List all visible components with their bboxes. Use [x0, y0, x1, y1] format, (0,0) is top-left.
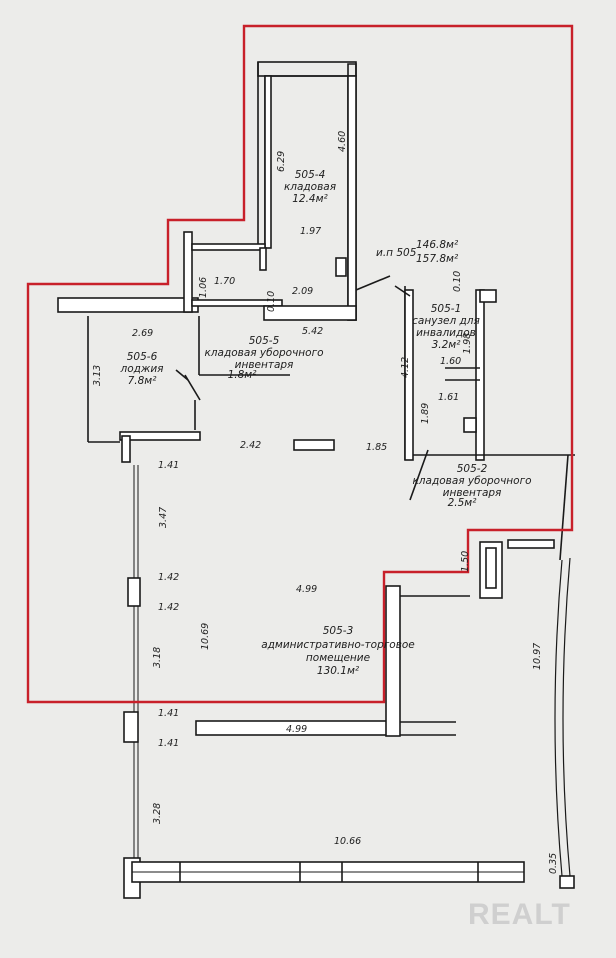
room-505-6-id: 505-6	[127, 351, 158, 363]
unit-area-2: 157.8м²	[416, 253, 459, 265]
dim-412: 4.12	[400, 357, 411, 378]
watermark: REALT	[468, 898, 571, 931]
room-505-4-area: 12.4м²	[292, 193, 328, 205]
room-505-2-name-2: инвентаря	[443, 487, 502, 499]
room-505-5-name-1: кладовая уборочного	[204, 347, 323, 359]
dim-010-a: 0.10	[266, 291, 277, 312]
dim-035: 0.35	[548, 853, 559, 874]
dim-106: 1.06	[198, 277, 209, 298]
dim-198: 1.98	[462, 333, 473, 354]
room-505-1-name-1: санузел для	[412, 315, 480, 327]
dim-141-a: 1.41	[158, 460, 179, 471]
dim-197: 1.97	[300, 226, 321, 237]
room-505-1-id: 505-1	[431, 303, 462, 315]
dim-499-a: 4.99	[296, 584, 317, 595]
room-505-3-area: 130.1м²	[317, 665, 360, 677]
dim-629: 6.29	[276, 151, 287, 172]
dimension-labels: 6.29 4.60 1.97 1.70 1.06 2.09 0.10 0.10 …	[92, 131, 559, 874]
room-505-5-area: 1.8м²	[228, 369, 258, 381]
dim-542: 5.42	[302, 326, 323, 337]
room-505-6-name: лоджия	[120, 363, 164, 375]
dim-1066: 10.66	[334, 836, 361, 847]
unit-label: и.п 505	[376, 247, 417, 259]
dim-170: 1.70	[214, 276, 235, 287]
room-505-5-name-2: инвентаря	[235, 359, 294, 371]
dim-142-b: 1.42	[158, 602, 179, 613]
room-505-2-id: 505-2	[457, 463, 488, 475]
unit-area-1: 146.8м²	[416, 239, 459, 251]
dim-150: 1.50	[460, 551, 471, 572]
dim-141-b: 1.41	[158, 708, 179, 719]
room-505-3-name-1: административно-торговое	[261, 639, 415, 651]
room-505-5-id: 505-5	[249, 335, 280, 347]
dim-1069: 10.69	[200, 623, 211, 650]
dim-160: 1.60	[440, 356, 461, 367]
room-505-1-area: 3.2м²	[432, 339, 462, 351]
room-505-6-area: 7.8м²	[128, 375, 158, 387]
dim-269: 2.69	[132, 328, 153, 339]
dim-347: 3.47	[158, 507, 169, 528]
dim-142-a: 1.42	[158, 572, 179, 583]
room-labels: 505-4 кладовая 12.4м² 505-1 санузел для …	[120, 169, 532, 677]
dim-185: 1.85	[366, 442, 387, 453]
dim-010-b: 0.10	[452, 271, 463, 292]
dim-161: 1.61	[438, 392, 459, 403]
room-505-1-name-2: инвалидов	[416, 327, 476, 339]
room-505-4-name: кладовая	[284, 181, 336, 193]
unit-boundary	[26, 24, 574, 704]
dim-1097: 10.97	[532, 643, 543, 670]
dim-328: 3.28	[152, 803, 163, 824]
dim-141-c: 1.41	[158, 738, 179, 749]
dim-242: 2.42	[240, 440, 261, 451]
dim-318: 3.18	[152, 647, 163, 668]
dim-209: 2.09	[292, 286, 313, 297]
walls	[57, 61, 575, 899]
dim-189: 1.89	[420, 403, 431, 424]
room-505-4-id: 505-4	[295, 169, 326, 181]
room-505-3-id: 505-3	[323, 625, 354, 637]
room-505-3-name-2: помещение	[306, 652, 370, 664]
room-505-2-name-1: кладовая уборочного	[412, 475, 531, 487]
dim-499-b: 4.99	[286, 724, 307, 735]
dim-313: 3.13	[92, 365, 103, 386]
dim-460: 4.60	[337, 131, 348, 152]
room-505-2-area: 2.5м²	[448, 497, 478, 509]
